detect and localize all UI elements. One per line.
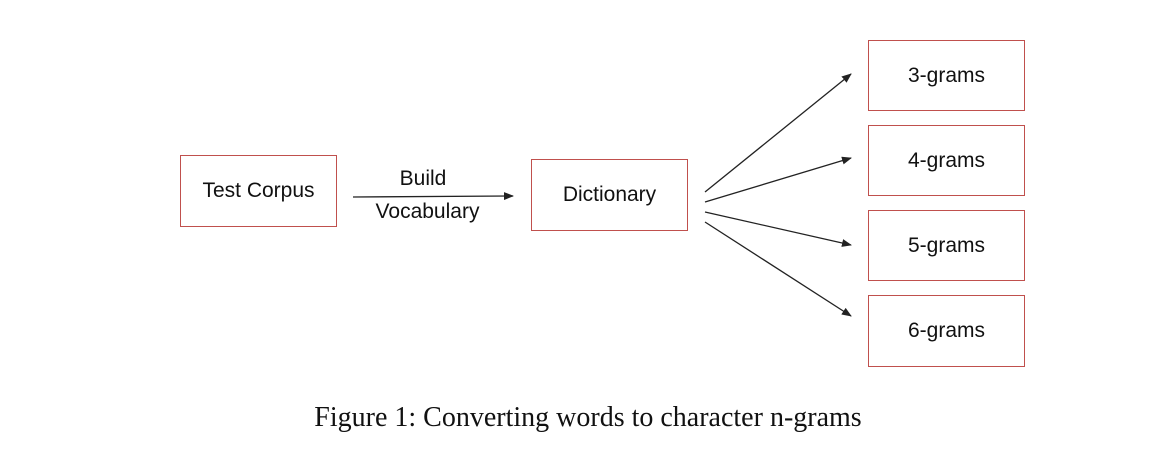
arrow-dictionary-to-5grams (704, 211, 852, 247)
figure-caption: Figure 1: Converting words to character … (314, 402, 862, 433)
node-6-grams: 6-grams (868, 295, 1025, 367)
node-5-grams: 5-grams (868, 210, 1025, 281)
node-test-corpus: Test Corpus (180, 155, 337, 227)
node-4-grams: 4-grams (868, 125, 1025, 196)
arrow-dictionary-to-4grams (704, 156, 852, 203)
node-dictionary-label: Dictionary (562, 183, 657, 206)
node-6-grams-label: 6-grams (907, 319, 986, 342)
arrow-corpus-to-dictionary (352, 192, 514, 201)
node-3-grams: 3-grams (868, 40, 1025, 111)
node-dictionary: Dictionary (531, 159, 688, 231)
node-test-corpus-label: Test Corpus (202, 179, 315, 202)
edge-label-vocabulary: Vocabulary (375, 200, 480, 223)
node-4-grams-label: 4-grams (907, 148, 986, 172)
node-3-grams-label: 3-grams (907, 63, 986, 87)
edge-label-build: Build (399, 167, 447, 190)
node-5-grams-label: 5-grams (907, 233, 986, 257)
arrow-dictionary-to-3grams (704, 73, 852, 193)
arrow-dictionary-to-6grams (704, 221, 852, 317)
